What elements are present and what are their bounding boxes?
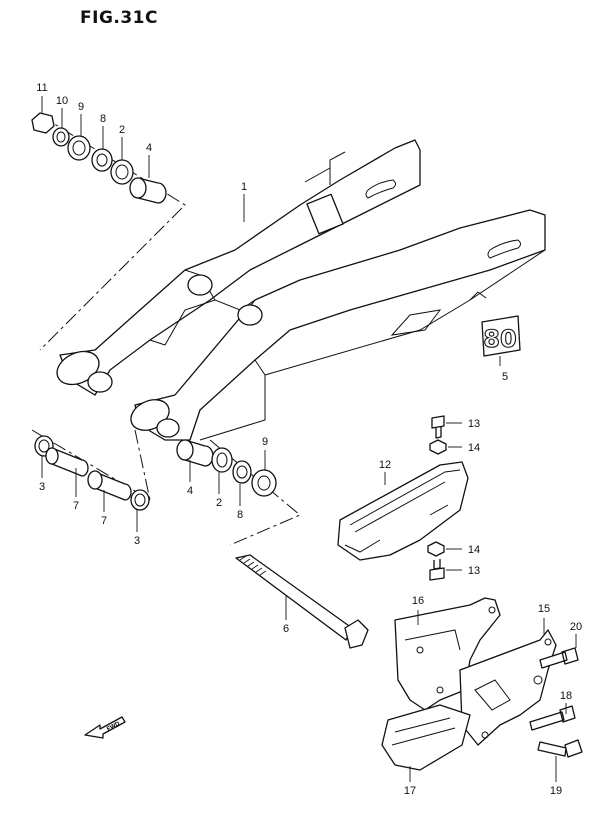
chain-guide-assembly (381, 597, 583, 771)
callout-13-upper: 13 (468, 418, 480, 430)
nut-11 (31, 112, 55, 134)
upper-pivot-parts (31, 112, 167, 204)
spacer-7-lower (94, 471, 132, 501)
seal-2 (110, 159, 134, 185)
bolt-18 (529, 705, 576, 731)
washer-8-lower (232, 460, 252, 484)
nut-14-lower (427, 541, 445, 557)
callout-8-lower: 8 (237, 509, 243, 521)
lower-pivot-parts (34, 435, 277, 511)
callout-10: 10 (56, 95, 68, 107)
callout-19: 19 (550, 785, 562, 797)
seal-9 (67, 135, 91, 161)
callout-18: 18 (560, 690, 572, 702)
seal-9-lower (251, 469, 277, 497)
callout-4-upper: 4 (146, 142, 152, 154)
callout-9-upper: 9 (78, 101, 84, 113)
callout-13-lower: 13 (468, 565, 480, 577)
washer-8 (91, 148, 113, 172)
callout-15: 15 (538, 603, 550, 615)
spacer-7-upper (51, 447, 89, 477)
callout-labels: 11 10 9 8 2 4 1 5 13 14 12 14 13 3 7 7 3… (36, 82, 582, 797)
callout-7-upper: 7 (73, 500, 79, 512)
seal-2-lower (211, 447, 233, 473)
pivot-axis-line-mid (134, 429, 151, 501)
decal-80: 80 (481, 315, 521, 357)
bolt-13-lower (429, 559, 445, 581)
figure-title: FIG.31C (80, 8, 158, 28)
callout-16: 16 (412, 595, 424, 607)
callout-20: 20 (570, 621, 582, 633)
callout-2-upper: 2 (119, 124, 125, 136)
bolt-13-upper (431, 415, 445, 439)
callout-4-lower: 4 (187, 485, 193, 497)
callout-14-upper: 14 (468, 442, 480, 454)
callout-11: 11 (36, 82, 47, 94)
callout-3-left: 3 (39, 481, 45, 493)
decal-text: 80 (483, 325, 516, 353)
callout-9-lower: 9 (262, 436, 268, 448)
callout-5: 5 (502, 371, 508, 383)
nut-14-upper (429, 439, 447, 455)
callout-8-upper: 8 (100, 113, 106, 125)
bolt-19 (537, 739, 583, 758)
callout-3-right: 3 (134, 535, 140, 547)
callout-7-lower: 7 (101, 515, 107, 527)
callout-17: 17 (404, 785, 416, 797)
callout-2-lower: 2 (216, 497, 222, 509)
callout-6: 6 (283, 623, 289, 635)
pivot-axis-line-left (31, 429, 151, 501)
washer-10 (52, 127, 70, 147)
chain-buffer (337, 415, 469, 581)
bolt-20 (539, 647, 579, 669)
callout-1: 1 (241, 181, 247, 193)
fwd-arrow: FWD (84, 716, 126, 739)
pivot-bolt (235, 554, 369, 649)
leader-lines (41, 96, 577, 782)
dust-seal-3-right (130, 489, 150, 511)
callout-12: 12 (379, 459, 391, 471)
callout-14-lower: 14 (468, 544, 480, 556)
swingarm (56, 139, 546, 441)
